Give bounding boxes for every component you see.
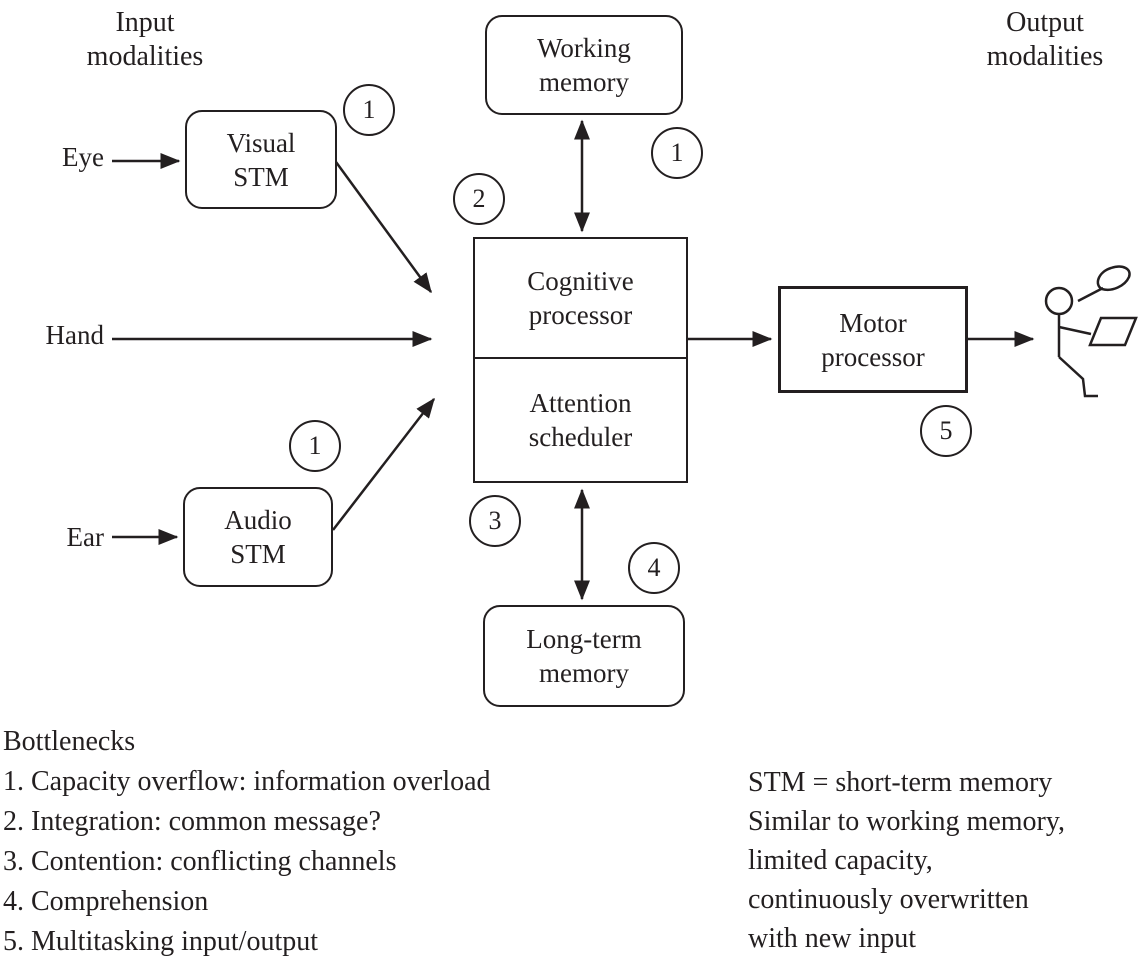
visual-stm-to-cognitive-arrow [334, 161, 433, 294]
bottlenecks-legend-title: Bottlenecks [3, 726, 136, 757]
held-panel-icon [1088, 316, 1138, 347]
bottlenecks-legend: Bottlenecks 1. Capacity overflow: inform… [3, 722, 663, 962]
working-memory-box: Working memory [485, 15, 683, 115]
bottleneck-5-multitasking-badge: 5 [920, 405, 972, 457]
person-arm [1058, 325, 1092, 336]
stm-note-line-5: with new input [748, 923, 916, 954]
ear-label: Ear [66, 522, 104, 552]
central-processor-box: Cognitive processor Attention scheduler [473, 237, 688, 483]
stm-note-line-1: STM = short-term memory [748, 767, 1053, 798]
input-modalities-title: Input modalities [86, 7, 204, 72]
bottleneck-item-1: 1. Capacity overflow: information overlo… [3, 766, 491, 797]
speaking-person-icon [1044, 265, 1138, 398]
bottleneck-2-integration-badge: 2 [453, 173, 505, 225]
cognitive-processor-section: Cognitive processor [475, 239, 686, 359]
bottleneck-item-5: 5. Multitasking input/output [3, 926, 319, 957]
bottleneck-item-4: 4. Comprehension [3, 886, 209, 917]
person-head [1044, 286, 1074, 316]
bottleneck-item-2: 2. Integration: common message? [3, 806, 381, 837]
speech-bubble-icon [1096, 265, 1131, 291]
output-modalities-title: Output modalities [986, 7, 1104, 72]
attention-scheduler-section: Attention scheduler [528, 388, 633, 452]
visual-stm-box: Visual STM [185, 110, 337, 209]
bottleneck-3-contention-badge: 3 [469, 495, 521, 547]
audio-stm-to-cognitive-arrow [332, 397, 435, 531]
bottleneck-1-visual-stm-badge: 1 [343, 84, 395, 136]
stm-note-line-4: continuously overwritten [748, 884, 1029, 915]
eye-label: Eye [62, 142, 104, 172]
bottleneck-4-comprehension-badge: 4 [628, 542, 680, 594]
long-term-memory-box: Long-term memory [483, 605, 685, 707]
speech-tail [1077, 286, 1104, 303]
stm-note-line-2: Similar to working memory, [748, 806, 1066, 837]
bottleneck-1-audio-stm-badge: 1 [289, 420, 341, 472]
audio-stm-box: Audio STM [183, 487, 333, 587]
person-leg [1058, 356, 1098, 398]
bottleneck-1-working-memory-badge: 1 [651, 127, 703, 179]
motor-processor-box: Motor processor [778, 286, 968, 393]
hand-label: Hand [45, 320, 104, 350]
stm-note-line-3: limited capacity, [748, 845, 933, 876]
stm-note: STM = short-term memory Similar to worki… [748, 763, 1138, 958]
bottleneck-item-3: 3. Contention: conflicting channels [3, 846, 397, 877]
